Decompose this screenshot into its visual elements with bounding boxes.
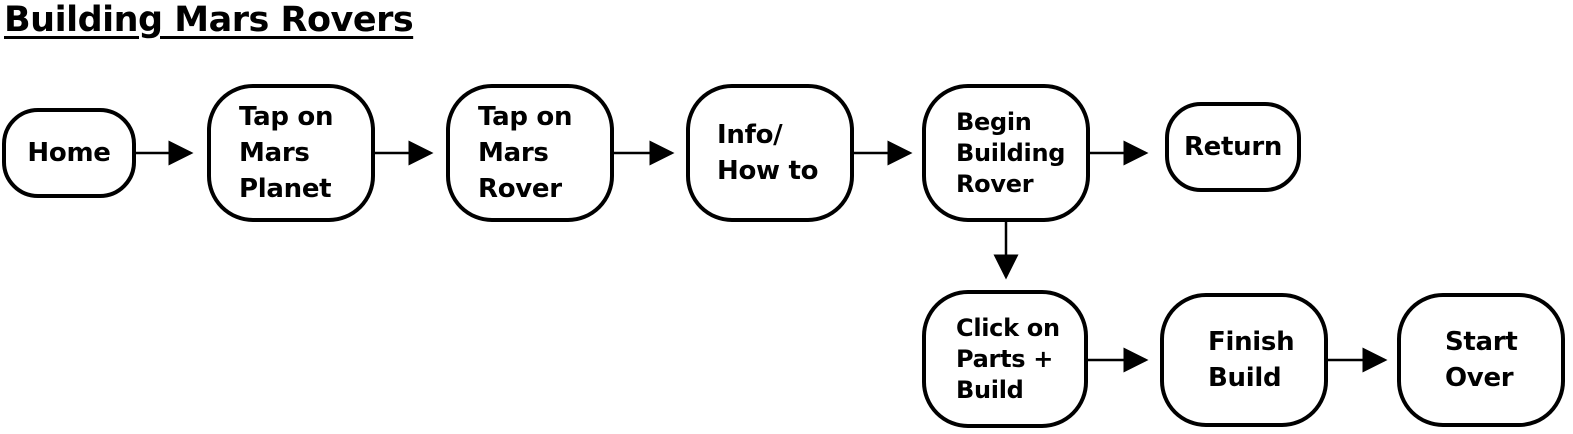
node-info-how-to: Info/ How to (686, 84, 854, 222)
node-begin-building-rover-label: Begin Building Rover (956, 107, 1066, 198)
node-click-parts-build-label: Click on Parts + Build (956, 313, 1060, 404)
node-start-over: Start Over (1397, 293, 1565, 427)
node-return-label: Return (1183, 132, 1283, 162)
node-tap-mars-planet-label: Tap on Mars Planet (239, 102, 334, 204)
diagram-title: Building Mars Rovers (4, 0, 414, 40)
node-start-over-label: Start Over (1445, 327, 1518, 393)
node-finish-build-label: Finish Build (1208, 327, 1295, 393)
node-click-parts-build: Click on Parts + Build (922, 290, 1088, 428)
node-home: Home (2, 108, 136, 198)
node-tap-mars-rover: Tap on Mars Rover (446, 84, 614, 222)
node-info-how-to-label: Info/ How to (717, 120, 819, 186)
node-home-label: Home (27, 138, 111, 168)
node-finish-build: Finish Build (1160, 293, 1328, 427)
node-tap-mars-planet: Tap on Mars Planet (207, 84, 375, 222)
node-tap-mars-rover-label: Tap on Mars Rover (478, 102, 573, 204)
node-return: Return (1165, 102, 1301, 192)
node-begin-building-rover: Begin Building Rover (922, 84, 1090, 222)
